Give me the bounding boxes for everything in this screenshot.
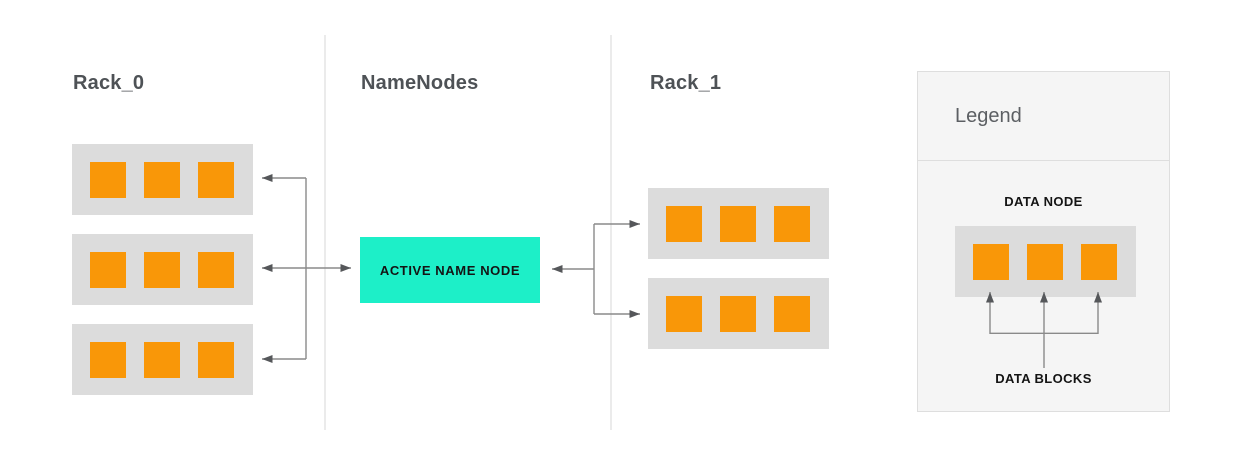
rack0-node-list [72,144,253,395]
legend-panel: Legend DATA NODE DATA BLOCKS [917,71,1170,412]
active-name-node-box: ACTIVE NAME NODE [360,237,540,303]
legend-body: DATA NODE DATA BLOCKS [918,161,1169,411]
data-block [720,205,756,242]
data-block [720,295,756,332]
legend-header: Legend [918,72,1169,161]
section-divider-right [610,35,612,430]
data-node [72,144,253,215]
data-block [144,161,180,198]
data-block [144,341,180,378]
data-block [1027,243,1063,280]
legend-data-blocks-label: DATA BLOCKS [995,371,1092,386]
data-block [774,295,810,332]
data-node [72,324,253,395]
active-name-node-label: ACTIVE NAME NODE [379,262,521,278]
data-node [955,226,1136,297]
legend-title: Legend [955,104,1022,127]
data-block [198,341,234,378]
legend-node-sample [955,226,1136,297]
section-divider-left [324,35,326,430]
data-block [90,251,126,288]
rack1-node-list [648,188,829,349]
namenodes-title: NameNodes [361,72,479,94]
data-block [774,205,810,242]
data-block [198,161,234,198]
rack1-title: Rack_1 [650,72,722,94]
data-block [1081,243,1117,280]
data-node [648,278,829,349]
data-block [90,341,126,378]
data-node [648,188,829,259]
data-node [72,234,253,305]
rack0-title: Rack_0 [73,72,145,94]
data-block [144,251,180,288]
data-block [666,205,702,242]
data-block [90,161,126,198]
data-block [198,251,234,288]
data-block [973,243,1009,280]
legend-data-node-label: DATA NODE [1004,194,1083,209]
data-block [666,295,702,332]
